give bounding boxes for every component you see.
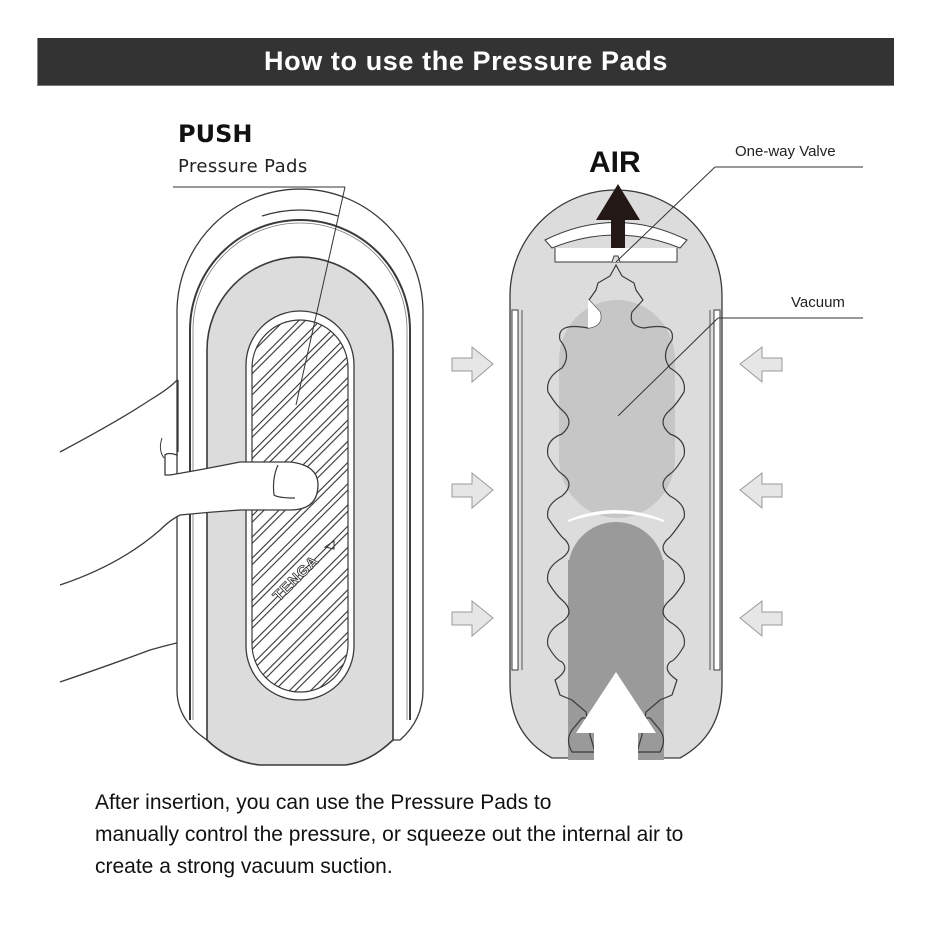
arrow-left-icon	[739, 345, 783, 384]
air-arrow-icon	[596, 184, 640, 248]
right-device	[509, 189, 723, 762]
push-label: PUSH	[178, 120, 253, 148]
one-way-valve-leader	[615, 166, 863, 263]
arrow-right-icon	[451, 471, 494, 510]
left-device: TENGA	[176, 188, 424, 766]
insert-arrow	[576, 672, 656, 762]
one-way-valve-label: One-way Valve	[735, 143, 836, 160]
pressure-arrows-left	[451, 345, 494, 638]
pressure-arrows-right	[739, 345, 783, 638]
left-device-cap	[261, 209, 339, 217]
arrow-left-icon	[739, 599, 783, 638]
arrow-right-icon	[451, 599, 494, 638]
vacuum-zone	[559, 300, 675, 518]
hand	[59, 378, 319, 683]
caption-line: After insertion, you can use the Pressur…	[95, 791, 552, 814]
caption-line: manually control the pressure, or squeez…	[95, 823, 684, 846]
page-title: How to use the Pressure Pads	[264, 46, 668, 76]
vacuum-leader	[617, 317, 863, 417]
caption: After insertion, you can use the Pressur…	[95, 787, 875, 883]
pressure-pads-leader	[173, 186, 346, 406]
thumbnail	[272, 464, 296, 499]
air-label: AIR	[589, 146, 641, 179]
vacuum-label: Vacuum	[791, 294, 845, 311]
pressure-pads-label: Pressure Pads	[178, 156, 308, 177]
header-bar: How to use the Pressure Pads	[37, 38, 894, 86]
arrow-left-icon	[739, 471, 783, 510]
arrow-right-icon	[451, 345, 494, 384]
caption-line: create a strong vacuum suction.	[95, 855, 393, 878]
